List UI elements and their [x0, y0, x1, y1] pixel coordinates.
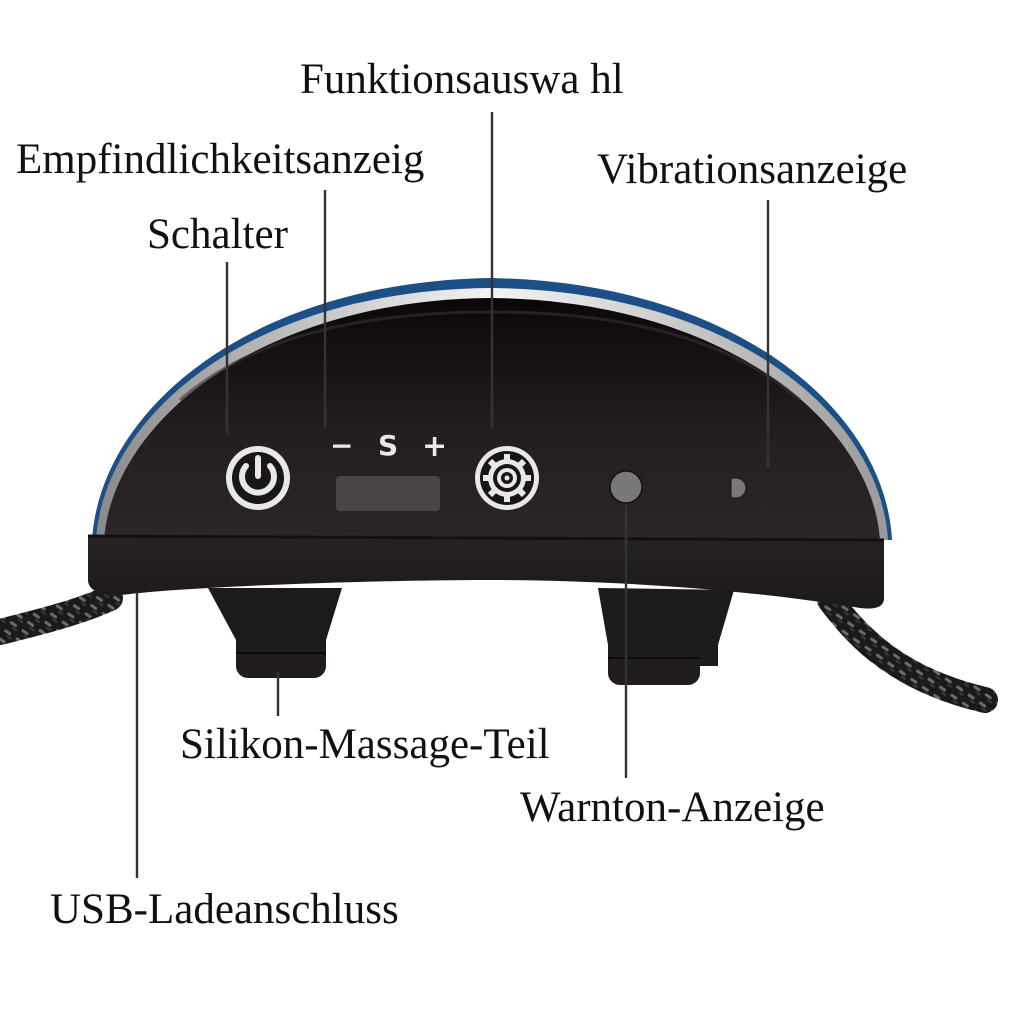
label-function-select: Funktionsauswa hl: [300, 56, 624, 103]
sensitivity-display: [336, 476, 440, 511]
silicone-massage-nub-left: [208, 588, 342, 678]
warning-led: [609, 470, 643, 504]
silicone-massage-nub-right: [598, 588, 734, 685]
device-base: [87, 534, 885, 609]
power-icon[interactable]: [226, 446, 290, 510]
label-warning-tone-indicator: Warnton-Anzeige: [520, 784, 825, 831]
s-control-label: S: [378, 429, 399, 462]
label-silicone-massage-part: Silikon-Massage-Teil: [180, 721, 550, 768]
left-cord: [0, 585, 123, 645]
minus-control[interactable]: −: [330, 429, 354, 462]
right-cord: [817, 587, 998, 713]
plus-control[interactable]: +: [422, 429, 448, 464]
vibration-led: [730, 477, 747, 499]
gear-icon[interactable]: [475, 446, 539, 510]
label-usb-port: USB-Ladeanschluss: [50, 886, 399, 933]
label-vibration-indicator: Vibrationsanzeige: [597, 146, 908, 193]
label-switch: Schalter: [147, 211, 288, 258]
label-sensitivity-display: Empfindlichkeitsanzeig: [16, 136, 425, 183]
